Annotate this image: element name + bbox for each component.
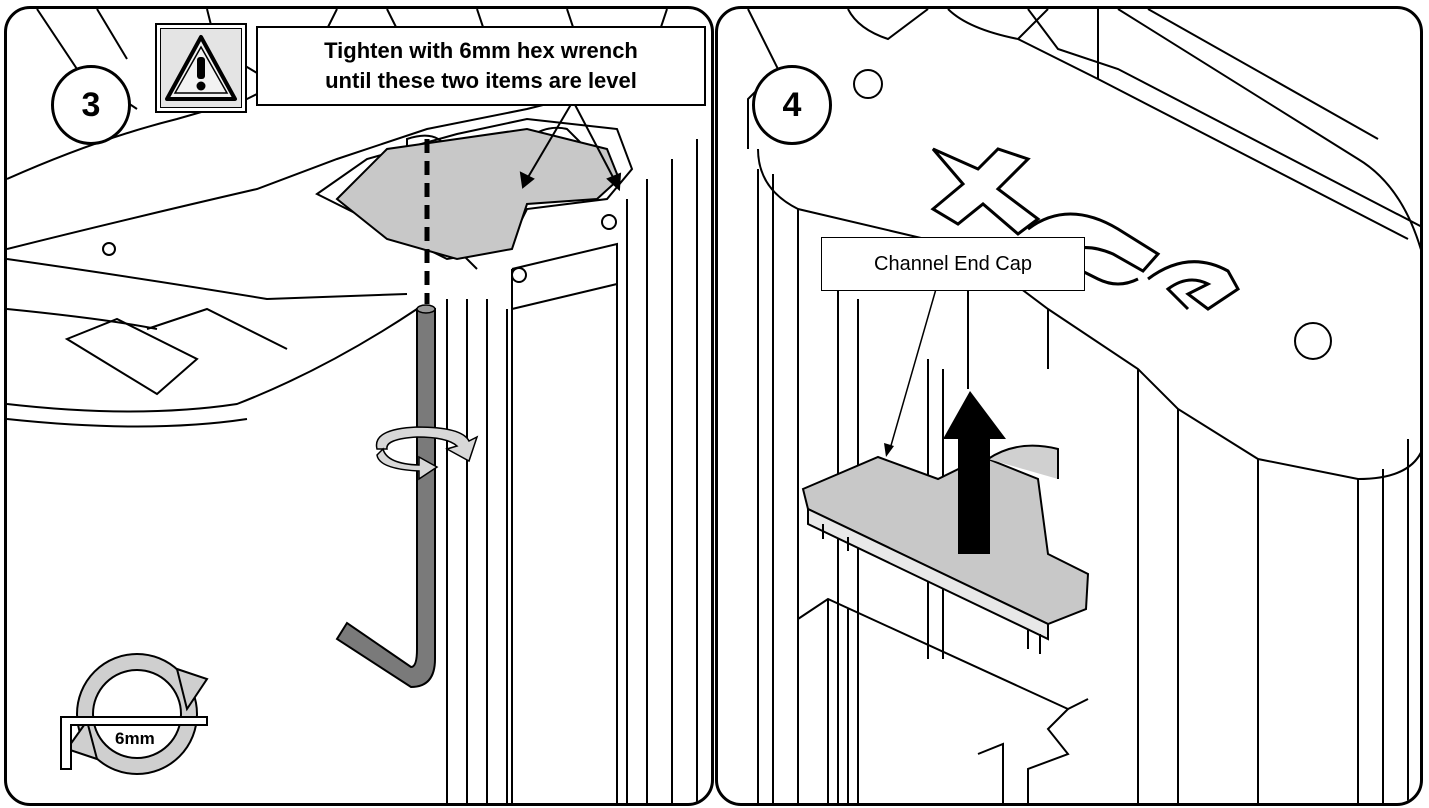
- housing-logo: [930, 147, 1240, 311]
- tool-size-label: 6mm: [115, 729, 155, 748]
- instruction-line-1: Tighten with 6mm hex wrench: [324, 38, 638, 63]
- channel-end-cap: [801, 444, 1090, 654]
- instruction-callout: Tighten with 6mm hex wrench until these …: [256, 26, 706, 106]
- step-number-badge: 4: [752, 65, 832, 145]
- warning-box: [155, 23, 247, 113]
- step-number-badge: 3: [51, 65, 131, 145]
- tool-rotate-badge-icon: [60, 653, 209, 775]
- callout-leaders: [519, 100, 622, 192]
- part-label-text: Channel End Cap: [874, 252, 1032, 275]
- instruction-line-2: until these two items are level: [325, 68, 637, 93]
- step-3-panel: 3 Tighten with 6mm hex wrench until thes…: [4, 6, 714, 806]
- up-arrow-icon: [943, 391, 1006, 554]
- step-4-illustration: [747, 9, 1420, 803]
- warning-triangle-icon: [165, 35, 237, 101]
- step-4-panel: 4 Channel End Cap: [715, 6, 1423, 806]
- part-leader-line: [889, 288, 937, 450]
- mount-plate: [335, 127, 621, 261]
- part-label-callout: Channel End Cap: [821, 237, 1085, 291]
- rotate-arrow-icon: [375, 426, 479, 481]
- step-3-illustration: [7, 9, 698, 803]
- hex-wrench-icon: [335, 304, 436, 689]
